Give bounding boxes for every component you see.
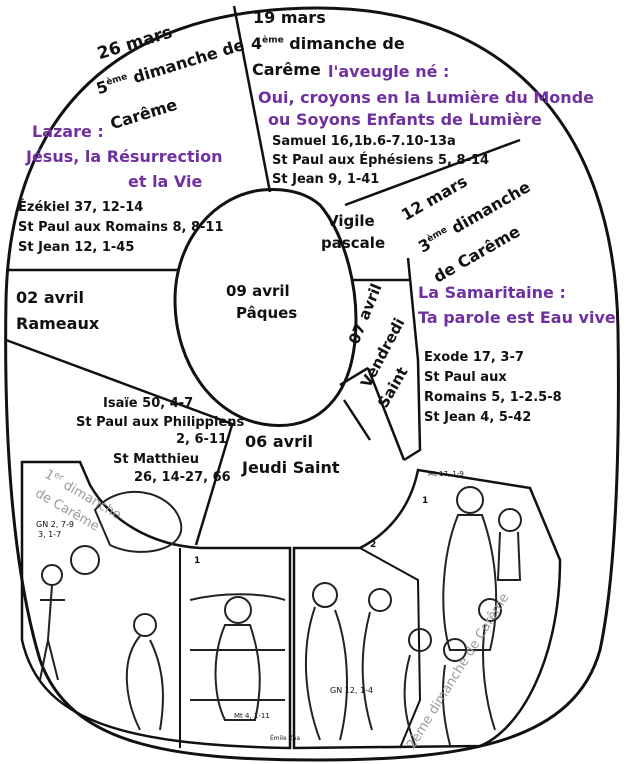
s4-title: 4ème dimanche de (251, 34, 405, 53)
panel-right-figures (304, 486, 522, 746)
s4-date: 19 mars (253, 8, 326, 27)
panel-left-figures (39, 490, 286, 731)
rameaux-reading-5: 26, 14-27, 66 (134, 470, 231, 485)
s4-reading-3: St Jean 9, 1-41 (272, 172, 380, 187)
divider-lower-right (339, 366, 369, 387)
rameaux-reading-1: Isaïe 50, 4-7 (103, 396, 194, 411)
s4-title-end: Carême (252, 60, 321, 79)
divider-bottom (194, 424, 234, 546)
s5-theme-3: et la Vie (128, 172, 203, 191)
panel-right-frame (292, 468, 562, 750)
panel1-ref-b: 3, 1-7 (38, 530, 62, 539)
divider-upper-right (344, 138, 521, 207)
s5-reading-3: St Jean 12, 1-45 (18, 240, 135, 255)
panel2-num-2: 2 (370, 540, 377, 550)
panel2-num-1: 1 (422, 496, 429, 506)
s3-theme-2: Ta parole est Eau vive (418, 308, 616, 327)
panel-left-frame (20, 460, 292, 750)
s5-theme-2: Jésus, la Résurrection (26, 147, 223, 166)
s5-theme-1: Lazare : (32, 122, 104, 141)
panel1-ref-c: Mt 4, 1-11 (234, 712, 270, 720)
s4-theme-2: Oui, croyons en la Lumière du Monde (258, 88, 594, 107)
s3-theme-1: La Samaritaine : (418, 283, 566, 302)
panel1-ref-a: GN 2, 7-9 (36, 520, 74, 529)
divider-top (232, 5, 272, 193)
s3-reading-4: St Jean 4, 5-42 (424, 410, 532, 425)
panel2-ref-a: Mt 17, 1-9 (428, 470, 464, 478)
rameaux-reading-4: St Matthieu (113, 452, 200, 467)
paques-date: 09 avril (226, 282, 290, 300)
vigile-l1: Vigile (327, 212, 375, 230)
rameaux-reading-2: St Paul aux Philippiens (76, 415, 245, 430)
outer-ring (4, 6, 620, 762)
s3-reading-1: Exode 17, 3-7 (424, 350, 524, 365)
vigile-l2: pascale (321, 234, 386, 252)
s5-reading-1: Ézékiel 37, 12-14 (18, 200, 144, 215)
rameaux-date: 02 avril (16, 288, 84, 307)
s4-theme-1: l'aveugle né : (328, 62, 450, 81)
s4-reading-1: Samuel 16,1b.6-7.10-13a (272, 134, 456, 149)
rameaux-name: Rameaux (16, 314, 100, 333)
center-blob (173, 188, 358, 427)
divider-lower-left (5, 338, 236, 427)
s4-theme-3: ou Soyons Enfants de Lumière (268, 110, 542, 129)
right-band (403, 257, 422, 462)
panel1-num: 1 (194, 556, 201, 566)
panel1-signature: Émile Zaa (270, 735, 301, 742)
s4-reading-2: St Paul aux Éphésiens 5, 8-14 (272, 153, 490, 168)
panel2-ref-b: GN 12, 1-4 (330, 686, 374, 695)
jeudi-name: Jeudi Saint (242, 458, 340, 477)
s3-reading-3: Romains 5, 1-2.5-8 (424, 390, 562, 405)
s3-reading-2: St Paul aux (424, 370, 507, 385)
jeudi-date: 06 avril (245, 432, 313, 451)
rameaux-reading-3: 2, 6-11 (176, 432, 228, 447)
paques-name: Pâques (236, 304, 298, 322)
s5-reading-2: St Paul aux Romains 8, 8-11 (18, 220, 224, 235)
